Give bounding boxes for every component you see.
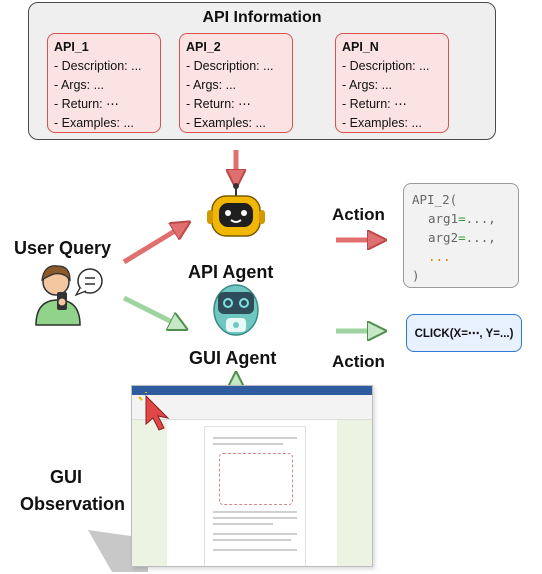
gui-screenshot-thumbnail: [131, 385, 373, 567]
action-label-api: Action: [332, 205, 385, 224]
gui-agent-label: GUI Agent: [189, 348, 277, 368]
action-label-gui: Action: [332, 352, 385, 371]
api-card-description: - Description: ...: [342, 59, 430, 73]
api-card-args: - Args: ...: [54, 78, 105, 92]
api-card-examples: - Examples: ...: [186, 116, 266, 130]
code-line-arg2: arg2=...,: [412, 228, 518, 247]
api-card-name: API_2: [186, 40, 221, 54]
gui-agent-robot-icon: [213, 284, 259, 336]
code-arg2-name: arg2: [428, 230, 459, 245]
api-card-args: - Args: ...: [186, 78, 237, 92]
api-call-code-box: API_2( arg1=..., arg2=..., ... ): [403, 183, 519, 288]
arrow-user-to-gui-agent: [122, 295, 180, 326]
api-card-args: - Args: ...: [342, 78, 393, 92]
api-information-panel: API Information API_1 - Description: ...…: [28, 2, 496, 140]
api-card-description: - Description: ...: [186, 59, 274, 73]
cursor-pointer-icon: [138, 392, 170, 431]
code-equals: =: [458, 211, 466, 226]
api-card-examples: - Examples: ...: [342, 116, 422, 130]
user-person-icon: [35, 265, 81, 326]
gui-click-action-box: CLICK(X=⋯, Y=...): [406, 314, 522, 352]
api-card-name: API_N: [342, 40, 379, 54]
code-arg1-value: ...,: [465, 211, 496, 226]
api-card-return: - Return: ⋯: [54, 97, 119, 111]
code-line-arg1: arg1=...,: [412, 209, 518, 228]
gui-observation-label-line2: Observation: [20, 494, 126, 514]
arrow-user-to-api-agent: [122, 226, 183, 265]
code-line-call: API_2(: [412, 192, 458, 207]
api-card-examples: - Examples: ...: [54, 116, 134, 130]
screenshot-ribbon: [132, 395, 372, 420]
code-line-close: ): [412, 268, 420, 283]
api-card-name: API_1: [54, 40, 89, 54]
user-query-label: User Query: [14, 238, 112, 258]
code-arg1-name: arg1: [428, 211, 459, 226]
api-card-return: - Return: ⋯: [342, 97, 407, 111]
screenshot-titlebar: [132, 386, 372, 395]
api-card-n: API_N - Description: ... - Args: ... - R…: [335, 33, 449, 133]
speech-bubble-icon: [74, 268, 103, 297]
api-panel-title: API Information: [202, 9, 322, 26]
api-card-return: - Return: ⋯: [186, 97, 251, 111]
gui-observation-label-line1: GUI: [50, 467, 83, 487]
api-card-2: API_2 - Description: ... - Args: ... - R…: [179, 33, 293, 133]
api-card-description: - Description: ...: [54, 59, 142, 73]
code-arg2-value: ...,: [465, 230, 496, 245]
screenshot-left-margin: [132, 420, 167, 566]
screenshot-document-page: [204, 426, 306, 566]
code-line-ellipsis: ...: [428, 249, 451, 264]
api-card-1: API_1 - Description: ... - Args: ... - R…: [47, 33, 161, 133]
code-equals: =: [458, 230, 466, 245]
screenshot-right-margin: [337, 420, 372, 566]
api-agent-robot-icon: [207, 183, 265, 237]
api-agent-label: API Agent: [188, 262, 274, 282]
